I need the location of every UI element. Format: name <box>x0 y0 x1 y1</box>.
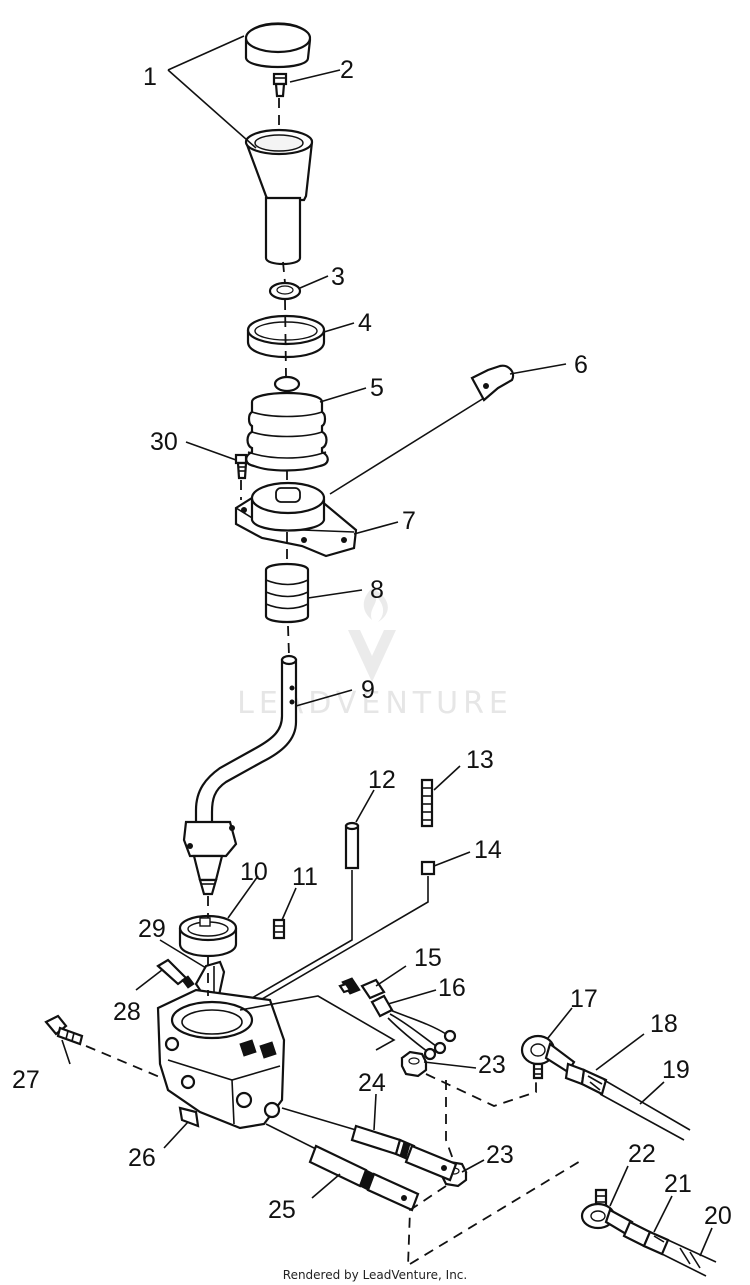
callout-labels: 1 2 3 4 5 6 7 8 9 10 11 12 13 14 15 16 1… <box>12 56 732 1230</box>
part-25-link-rod <box>265 1123 420 1212</box>
part-22-rod-end <box>580 1188 634 1236</box>
callout-14: 14 <box>474 836 502 864</box>
part-5-boot <box>245 375 329 472</box>
callout-6: 6 <box>574 351 588 379</box>
callout-16: 16 <box>438 974 466 1002</box>
callout-13: 13 <box>466 746 494 774</box>
callout-1: 1 <box>143 63 157 91</box>
callout-21: 21 <box>664 1170 692 1198</box>
callout-28: 28 <box>113 998 141 1026</box>
part-28-plunger <box>156 958 195 989</box>
part-9-shift-lever <box>182 654 298 896</box>
part-13-stud <box>420 778 434 828</box>
callout-7: 7 <box>402 507 416 535</box>
callout-2: 2 <box>340 56 354 84</box>
part-15-switch <box>338 977 386 1000</box>
part-3-washer <box>268 281 302 301</box>
callout-9: 9 <box>361 676 375 704</box>
callout-5: 5 <box>370 374 384 402</box>
callout-19: 19 <box>662 1056 690 1084</box>
callout-26: 26 <box>128 1144 156 1172</box>
part-12-dowel <box>251 821 360 999</box>
part-8-spring <box>264 562 310 624</box>
callout-30: 30 <box>150 428 178 456</box>
part-26-housing <box>156 988 396 1130</box>
callout-24: 24 <box>358 1069 386 1097</box>
part-20-cable <box>661 1239 717 1277</box>
footer-credit: Rendered by LeadVenture, Inc. <box>283 1268 467 1282</box>
part-23-nut-upper <box>400 1050 428 1078</box>
part-18-cable-fitting <box>564 1062 608 1096</box>
callout-20: 20 <box>704 1202 732 1230</box>
callout-27: 27 <box>12 1066 40 1094</box>
part-1-knob <box>244 22 312 69</box>
callout-10: 10 <box>240 858 268 886</box>
callout-11: 11 <box>292 863 318 891</box>
part-6-clip <box>329 364 515 495</box>
callout-18: 18 <box>650 1010 678 1038</box>
leader-lines <box>61 35 713 1257</box>
part-7-base-plate <box>234 481 358 558</box>
callout-4: 4 <box>358 309 372 337</box>
part-27-bolt <box>44 1014 163 1079</box>
callout-23-upper: 23 <box>478 1051 506 1079</box>
part-30-screw <box>234 453 248 500</box>
part-19-cable <box>599 1079 691 1141</box>
callout-25: 25 <box>268 1196 296 1224</box>
callout-29: 29 <box>138 915 166 943</box>
part-11-pin <box>272 918 286 940</box>
callout-12: 12 <box>368 766 396 794</box>
leadventure-flame-logo-icon <box>348 588 396 682</box>
callout-15: 15 <box>414 944 442 972</box>
part-10-collar <box>178 914 238 958</box>
part-21-cable-fitting <box>622 1220 670 1256</box>
part-24-link-rod <box>281 1107 458 1182</box>
callout-8: 8 <box>370 576 384 604</box>
callout-17: 17 <box>570 985 598 1013</box>
assembly-dashed-lines <box>207 98 583 1267</box>
part-2-set-screw <box>272 72 288 98</box>
callout-22: 22 <box>628 1140 656 1168</box>
watermark-text: LEADVENTURE <box>237 686 513 721</box>
part-14-nut <box>249 860 436 1007</box>
callout-23-lower: 23 <box>486 1141 514 1169</box>
part-1-handle <box>244 128 314 266</box>
part-16-harness <box>370 994 457 1061</box>
callout-3: 3 <box>331 263 345 291</box>
part-4-ring <box>246 314 326 358</box>
